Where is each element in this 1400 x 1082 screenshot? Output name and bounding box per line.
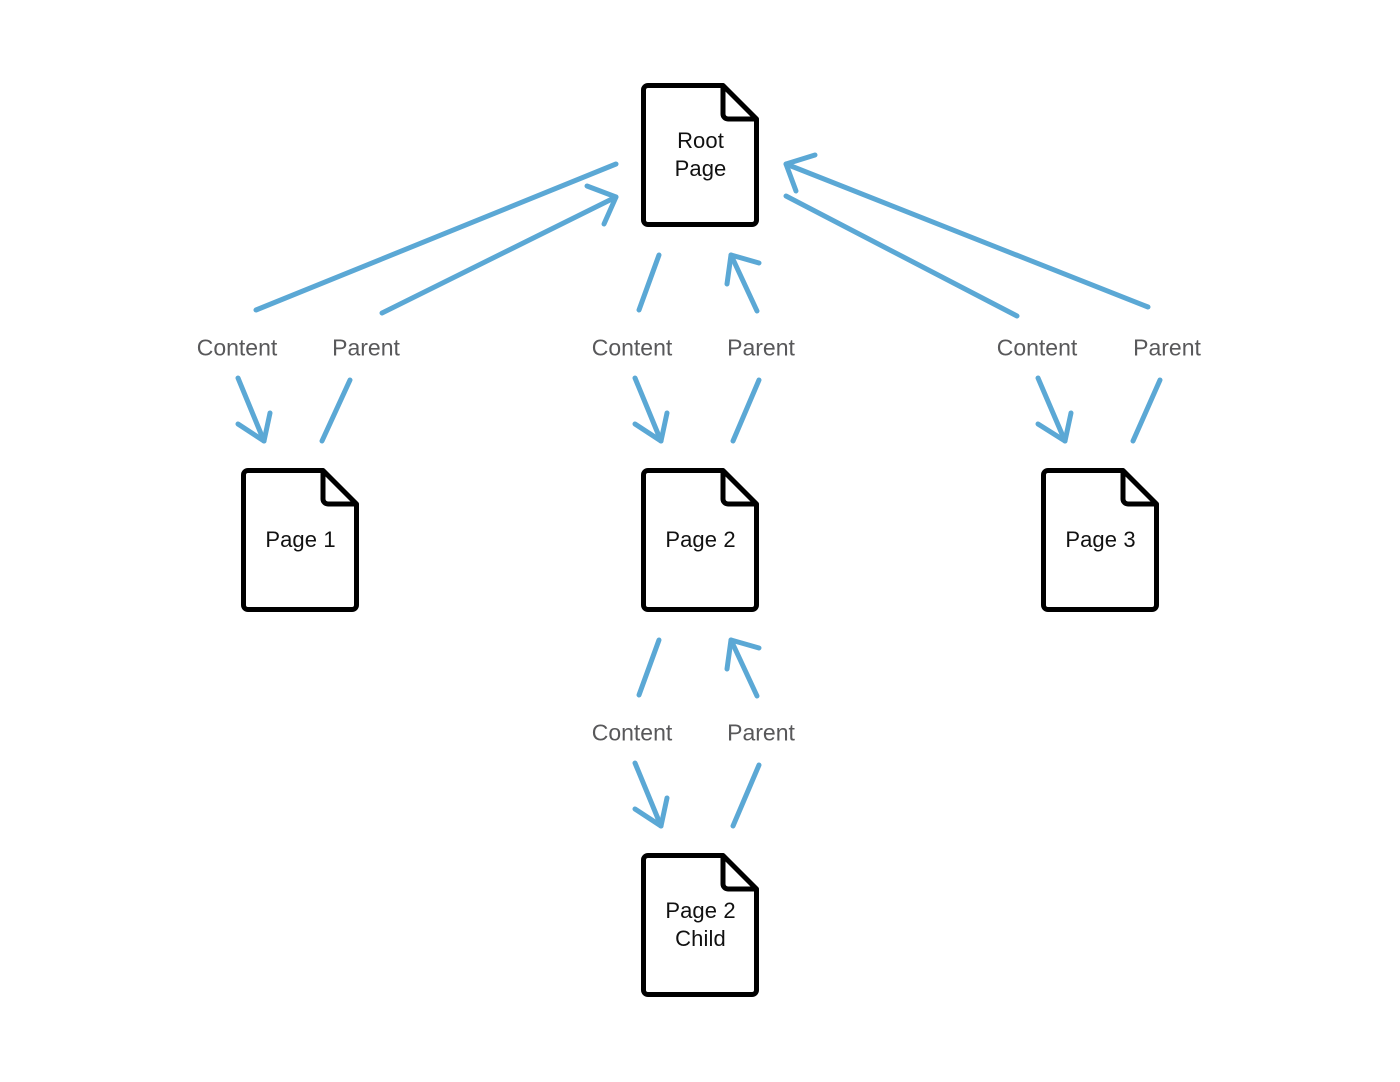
edge-parent-page3-to-root-lower [1130, 377, 1163, 444]
arrowhead-icon [632, 410, 670, 444]
arrowhead-icon [783, 152, 818, 194]
edge-content-page2-to-page2child-lower [632, 760, 670, 829]
edge-label-parent-page2-root: Parent [727, 334, 795, 361]
edge-parent-page3-to-root-upper [783, 152, 1151, 310]
edge-content-page2-to-page2child-upper [636, 637, 662, 698]
edge-content-root-to-page3-upper [783, 193, 1020, 319]
node-root-page[interactable]: Root Page [641, 82, 760, 228]
edge-parent-page2-to-root-upper [724, 252, 762, 314]
edge-label-content-root-page3: Content [996, 334, 1078, 361]
edge-label-parent-page3-root: Parent [1133, 334, 1201, 361]
arrowhead-icon [724, 637, 762, 672]
node-page-2-child[interactable]: Page 2 Child [641, 852, 760, 998]
document-icon [241, 468, 359, 612]
document-icon [641, 468, 759, 612]
edge-label-parent-page1-root: Parent [332, 334, 400, 361]
edge-content-root-to-page3-lower [1035, 375, 1074, 444]
arrowhead-icon [632, 795, 670, 829]
node-page-3[interactable]: Page 3 [1041, 467, 1160, 613]
edge-parent-page1-to-root-lower [319, 377, 353, 444]
edge-parent-page1-to-root-upper [379, 183, 619, 316]
edge-label-content-page2-page2child: Content [591, 719, 673, 746]
edge-label-content-root-page2: Content [591, 334, 673, 361]
arrowhead-icon [1035, 410, 1074, 444]
node-page-2[interactable]: Page 2 [641, 467, 760, 613]
edge-parent-page2-to-root-lower [730, 377, 762, 444]
document-icon [641, 83, 759, 227]
edge-parent-page2child-to-page2-upper [724, 637, 762, 699]
edge-content-root-to-page2-upper [636, 252, 662, 313]
arrowhead-icon [724, 252, 762, 287]
arrowhead-icon [584, 183, 619, 227]
arrowhead-icon [235, 410, 273, 444]
edge-content-root-to-page1-lower [235, 375, 273, 444]
edge-parent-page2child-to-page2-lower [730, 762, 762, 829]
edge-content-root-to-page1-upper [253, 161, 619, 313]
document-icon [1041, 468, 1159, 612]
node-page-1[interactable]: Page 1 [241, 467, 360, 613]
edge-content-root-to-page2-lower [632, 375, 670, 444]
edge-label-parent-page2child-page2: Parent [727, 719, 795, 746]
edge-label-content-root-page1: Content [196, 334, 278, 361]
document-icon [641, 853, 759, 997]
